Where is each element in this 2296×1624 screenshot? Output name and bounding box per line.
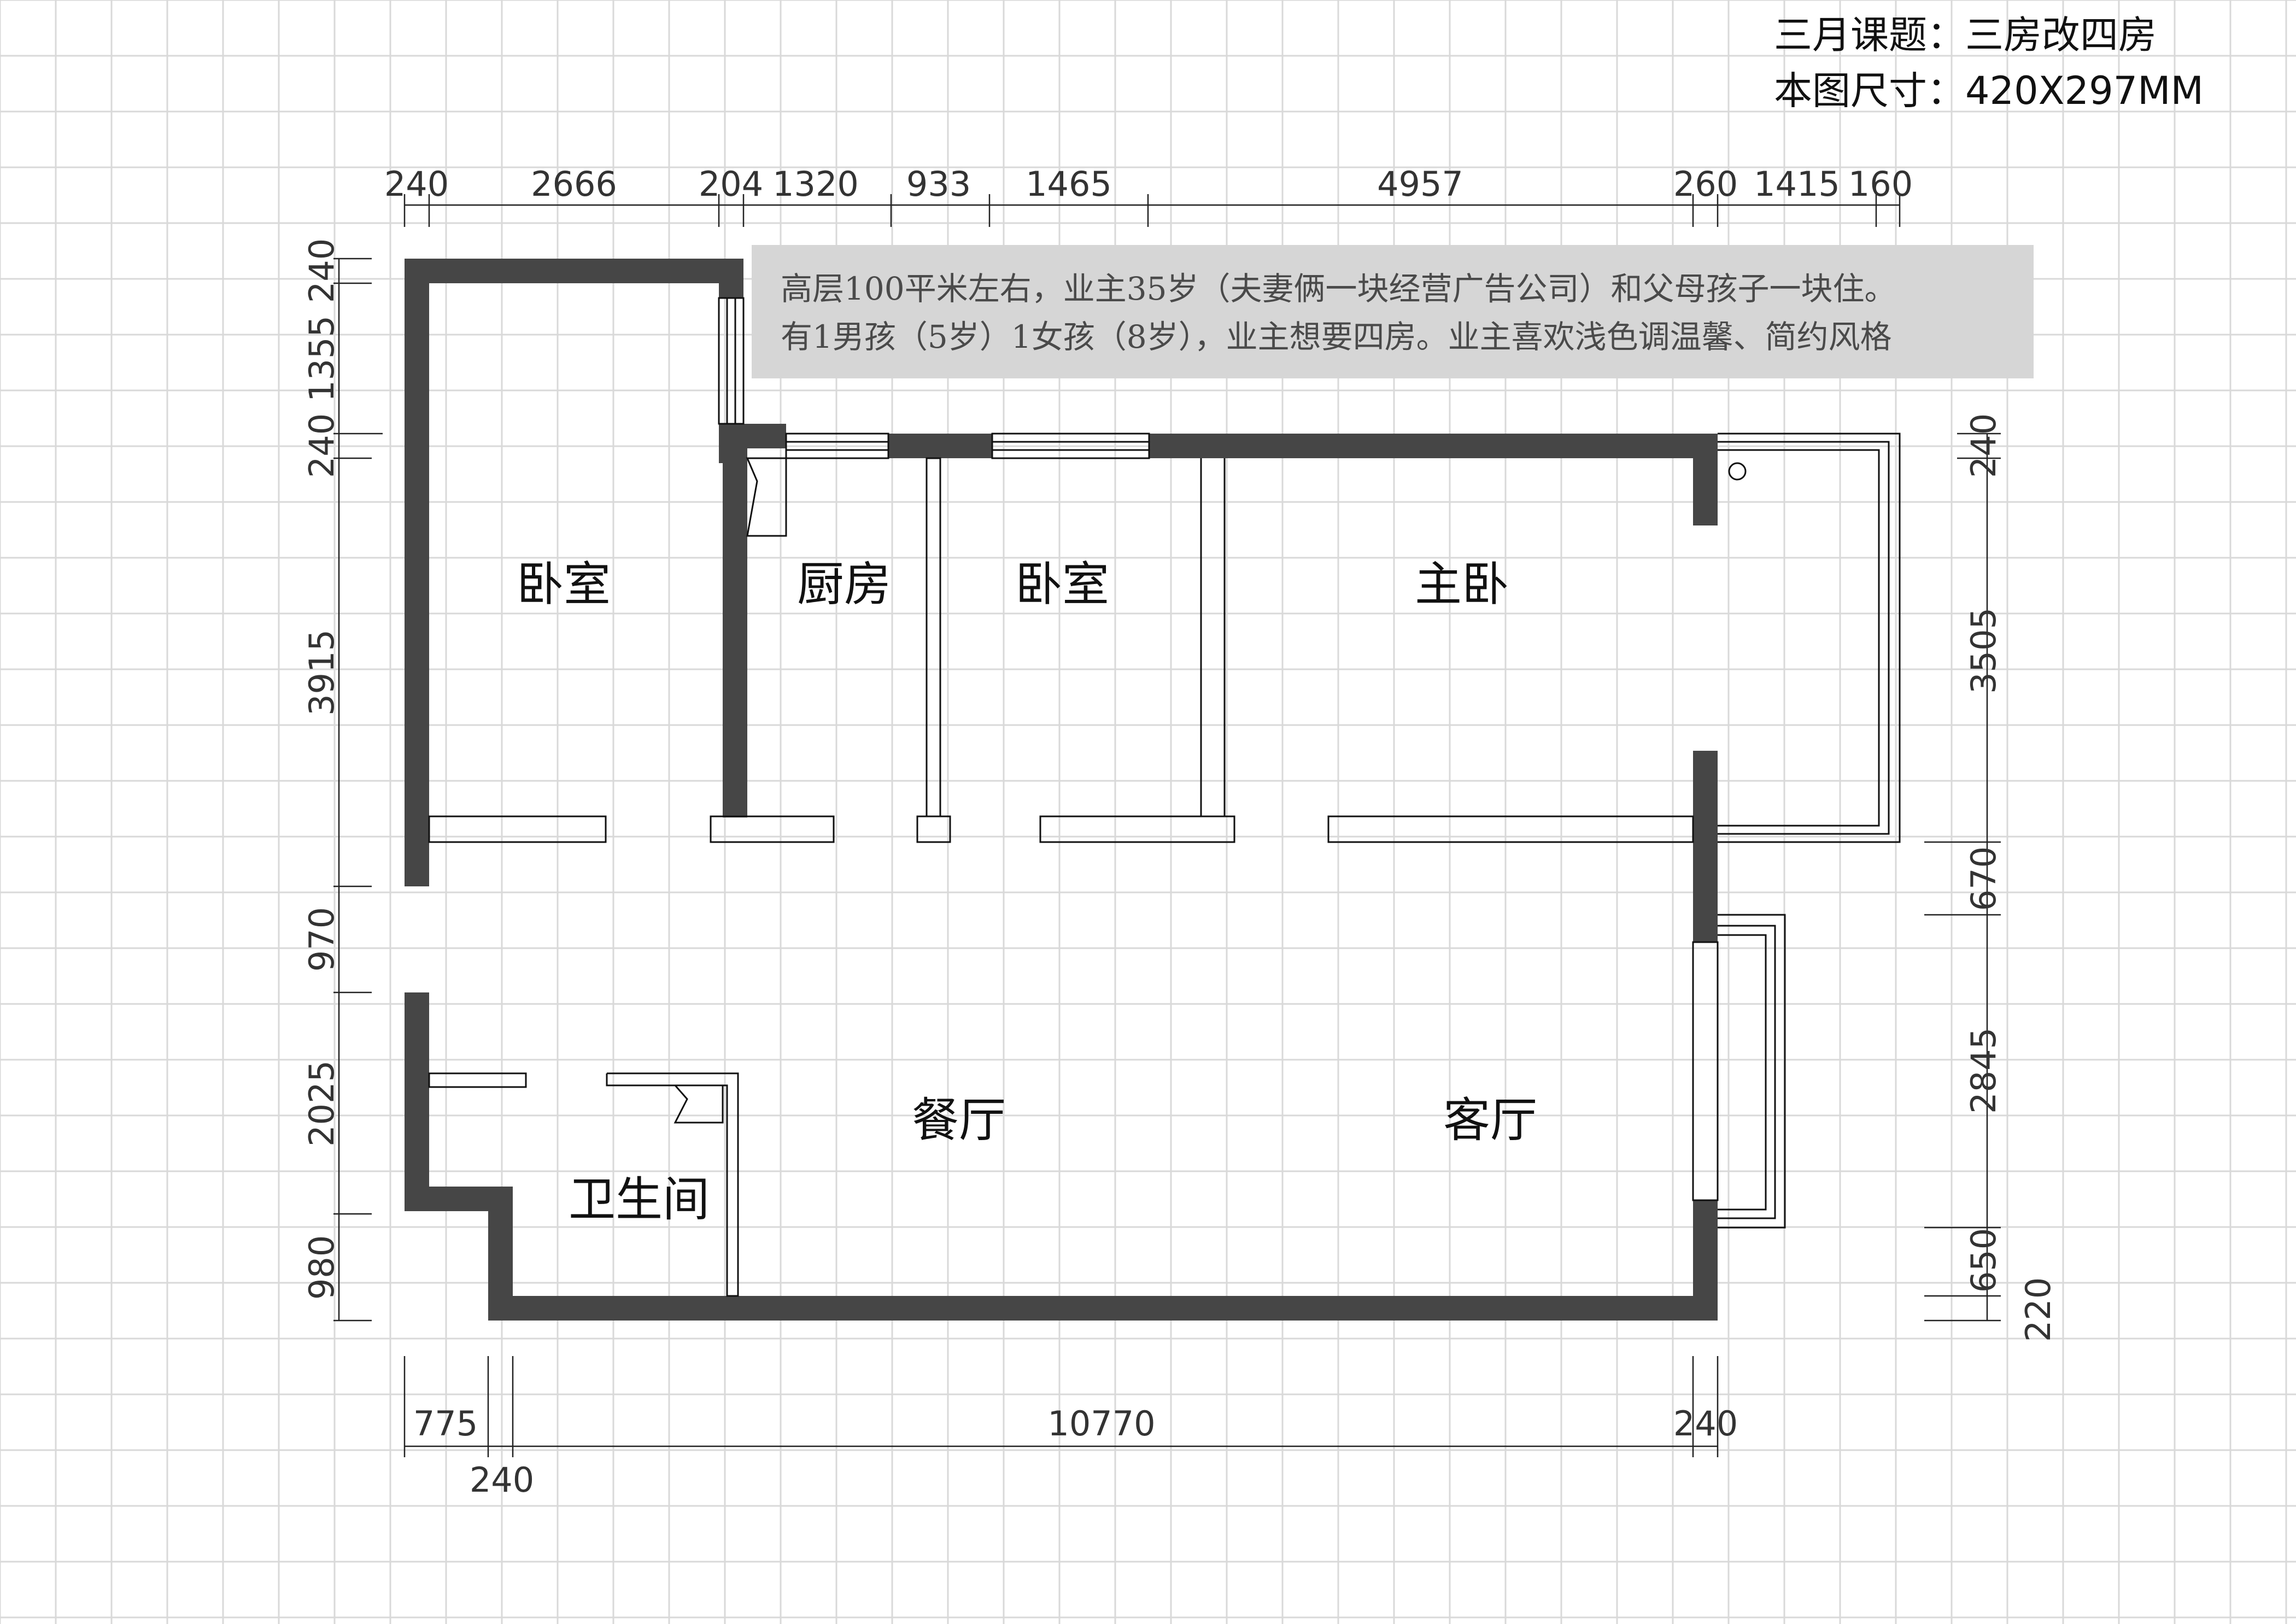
room-label-dining: 餐厅 [912, 1093, 1006, 1148]
dimension-label: 1355 [302, 316, 342, 402]
bay-window-master [1718, 441, 1890, 835]
wall [888, 434, 992, 458]
partition-stub [916, 815, 951, 843]
wall [405, 259, 429, 886]
dimension-top: 240 2666 204 1320 933 1465 4957 260 1415… [384, 164, 1913, 227]
dimension-label: 1320 [772, 164, 859, 204]
walls [405, 259, 1718, 1321]
dimension-label: 240 [1673, 1404, 1738, 1444]
bath-partition [428, 1072, 527, 1088]
room-label-living: 客厅 [1443, 1093, 1537, 1148]
wall [488, 1296, 1718, 1321]
bath-fixture [673, 1084, 724, 1124]
dimension-label: 2845 [1964, 1027, 2004, 1114]
thin-partitions [428, 297, 1901, 1297]
partition-stub [1039, 815, 1235, 843]
dimension-label: 10770 [1047, 1404, 1155, 1444]
bay-window-living [1718, 914, 1786, 1229]
kitchen-fixture [746, 457, 787, 537]
bath-partition [606, 1072, 739, 1297]
dimension-label: 3505 [1964, 607, 2004, 694]
client-brief-line-1: 高层100平米左右，业主35岁（夫妻俩一块经营广告公司）和父母孩子一块住。 [781, 270, 1896, 307]
room-label-bathroom: 卫生间 [569, 1172, 710, 1227]
window-kitchen [785, 433, 889, 459]
dimension-label: 240 [1964, 413, 2004, 478]
bay-window-living [1718, 934, 1767, 1211]
dimension-label: 160 [1848, 164, 1913, 204]
partition-stub [710, 815, 835, 843]
room-label-bedroom-mid: 卧室 [1015, 557, 1109, 612]
dimension-label: 670 [1964, 846, 2004, 911]
dimension-label: 775 [413, 1404, 478, 1444]
room-label-master-bedroom: 主卧 [1415, 557, 1509, 612]
room-label-bedroom-left: 卧室 [517, 557, 611, 612]
dimension-label: 650 [1964, 1228, 2004, 1293]
dimension-label: 220 [2018, 1277, 2058, 1342]
dimension-label: 1415 [1754, 164, 1840, 204]
window-bedroom [991, 433, 1150, 459]
drain-fixture [1728, 462, 1747, 481]
dimension-right: 240 3505 670 2845 650 220 [1924, 413, 2058, 1342]
wall [719, 259, 743, 298]
wall [1149, 434, 1718, 458]
bay-window-master [1718, 433, 1901, 843]
dimension-left: 240 1355 240 3915 970 2025 980 [302, 238, 383, 1322]
dimension-label: 2025 [302, 1060, 342, 1147]
partition-column [1200, 458, 1226, 817]
dimension-label: 1465 [1026, 164, 1112, 204]
bay-window-living [1718, 925, 1776, 1219]
wall [1693, 434, 1718, 525]
dimension-label: 240 [302, 413, 342, 478]
dimension-label: 240 [384, 164, 449, 204]
wall [1693, 751, 1718, 942]
room-labels: 卧室 厨房 卧室 主卧 餐厅 客厅 卫生间 [517, 557, 1537, 1227]
client-brief-box [752, 245, 2034, 378]
dimension-label: 933 [906, 164, 971, 204]
wall [723, 424, 747, 817]
dimension-label: 970 [302, 907, 342, 972]
topic-title: 三月课题：三房改四房 [1774, 13, 2157, 57]
dimension-label: 4957 [1377, 164, 1463, 204]
dimension-label: 260 [1673, 164, 1738, 204]
dimension-label: 3915 [302, 629, 342, 716]
dimension-bottom: 775 10770 240 240 [403, 1356, 1738, 1500]
partition-stub [1327, 815, 1694, 843]
drawing-size: 本图尺寸：420X297MM [1774, 68, 2204, 113]
room-label-kitchen: 厨房 [797, 557, 891, 612]
partition-column [926, 457, 941, 817]
glass-living [1692, 941, 1719, 1201]
window-left [718, 297, 745, 425]
dimension-label: 240 [470, 1460, 534, 1500]
partition-stub [428, 815, 607, 843]
client-brief-line-2: 有1男孩（5岁）1女孩（8岁），业主想要四房。业主喜欢浅色调温馨、简约风格 [781, 318, 1892, 355]
dimension-label: 980 [302, 1235, 342, 1300]
bay-window-master [1718, 449, 1880, 827]
wall [405, 992, 429, 1211]
dimension-label: 240 [302, 238, 342, 303]
dimension-label: 204 [699, 164, 763, 204]
dimension-label: 2666 [531, 164, 617, 204]
wall [405, 259, 743, 283]
